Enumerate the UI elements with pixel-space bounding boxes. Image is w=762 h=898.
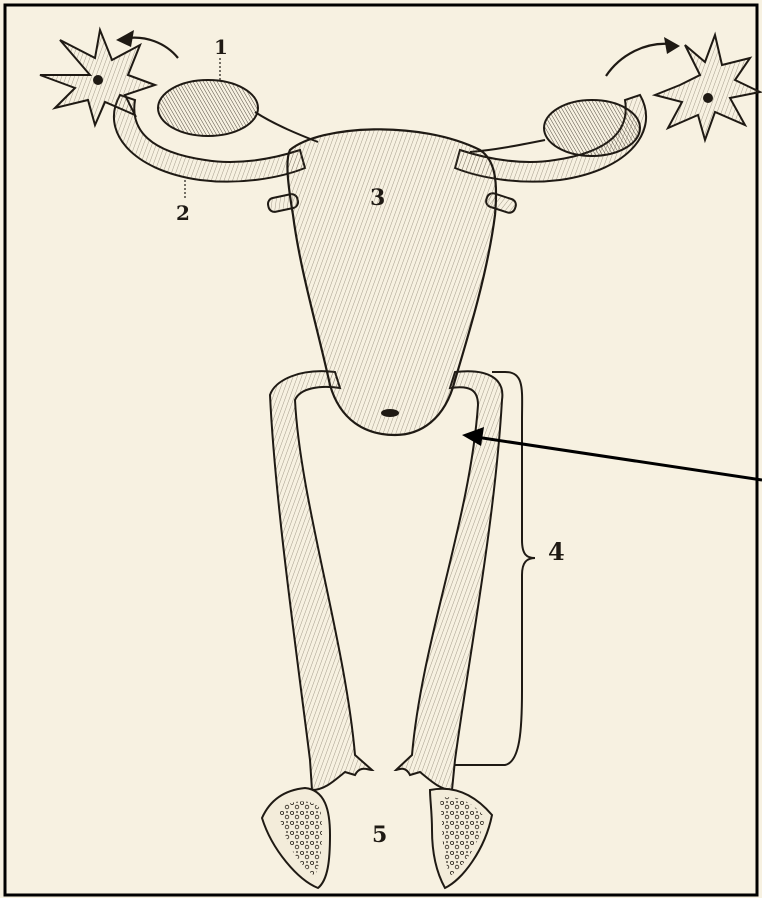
left-fimbriae-opening bbox=[93, 75, 103, 85]
left-ovary bbox=[158, 80, 258, 136]
label-4: 4 bbox=[548, 537, 565, 566]
label-2: 2 bbox=[176, 201, 190, 225]
label-3: 3 bbox=[370, 185, 385, 211]
right-fimbriae-opening bbox=[703, 93, 713, 103]
label-5: 5 bbox=[372, 822, 387, 848]
cervical-os bbox=[381, 409, 399, 417]
right-ovary bbox=[544, 100, 640, 156]
label-1: 1 bbox=[214, 35, 228, 59]
